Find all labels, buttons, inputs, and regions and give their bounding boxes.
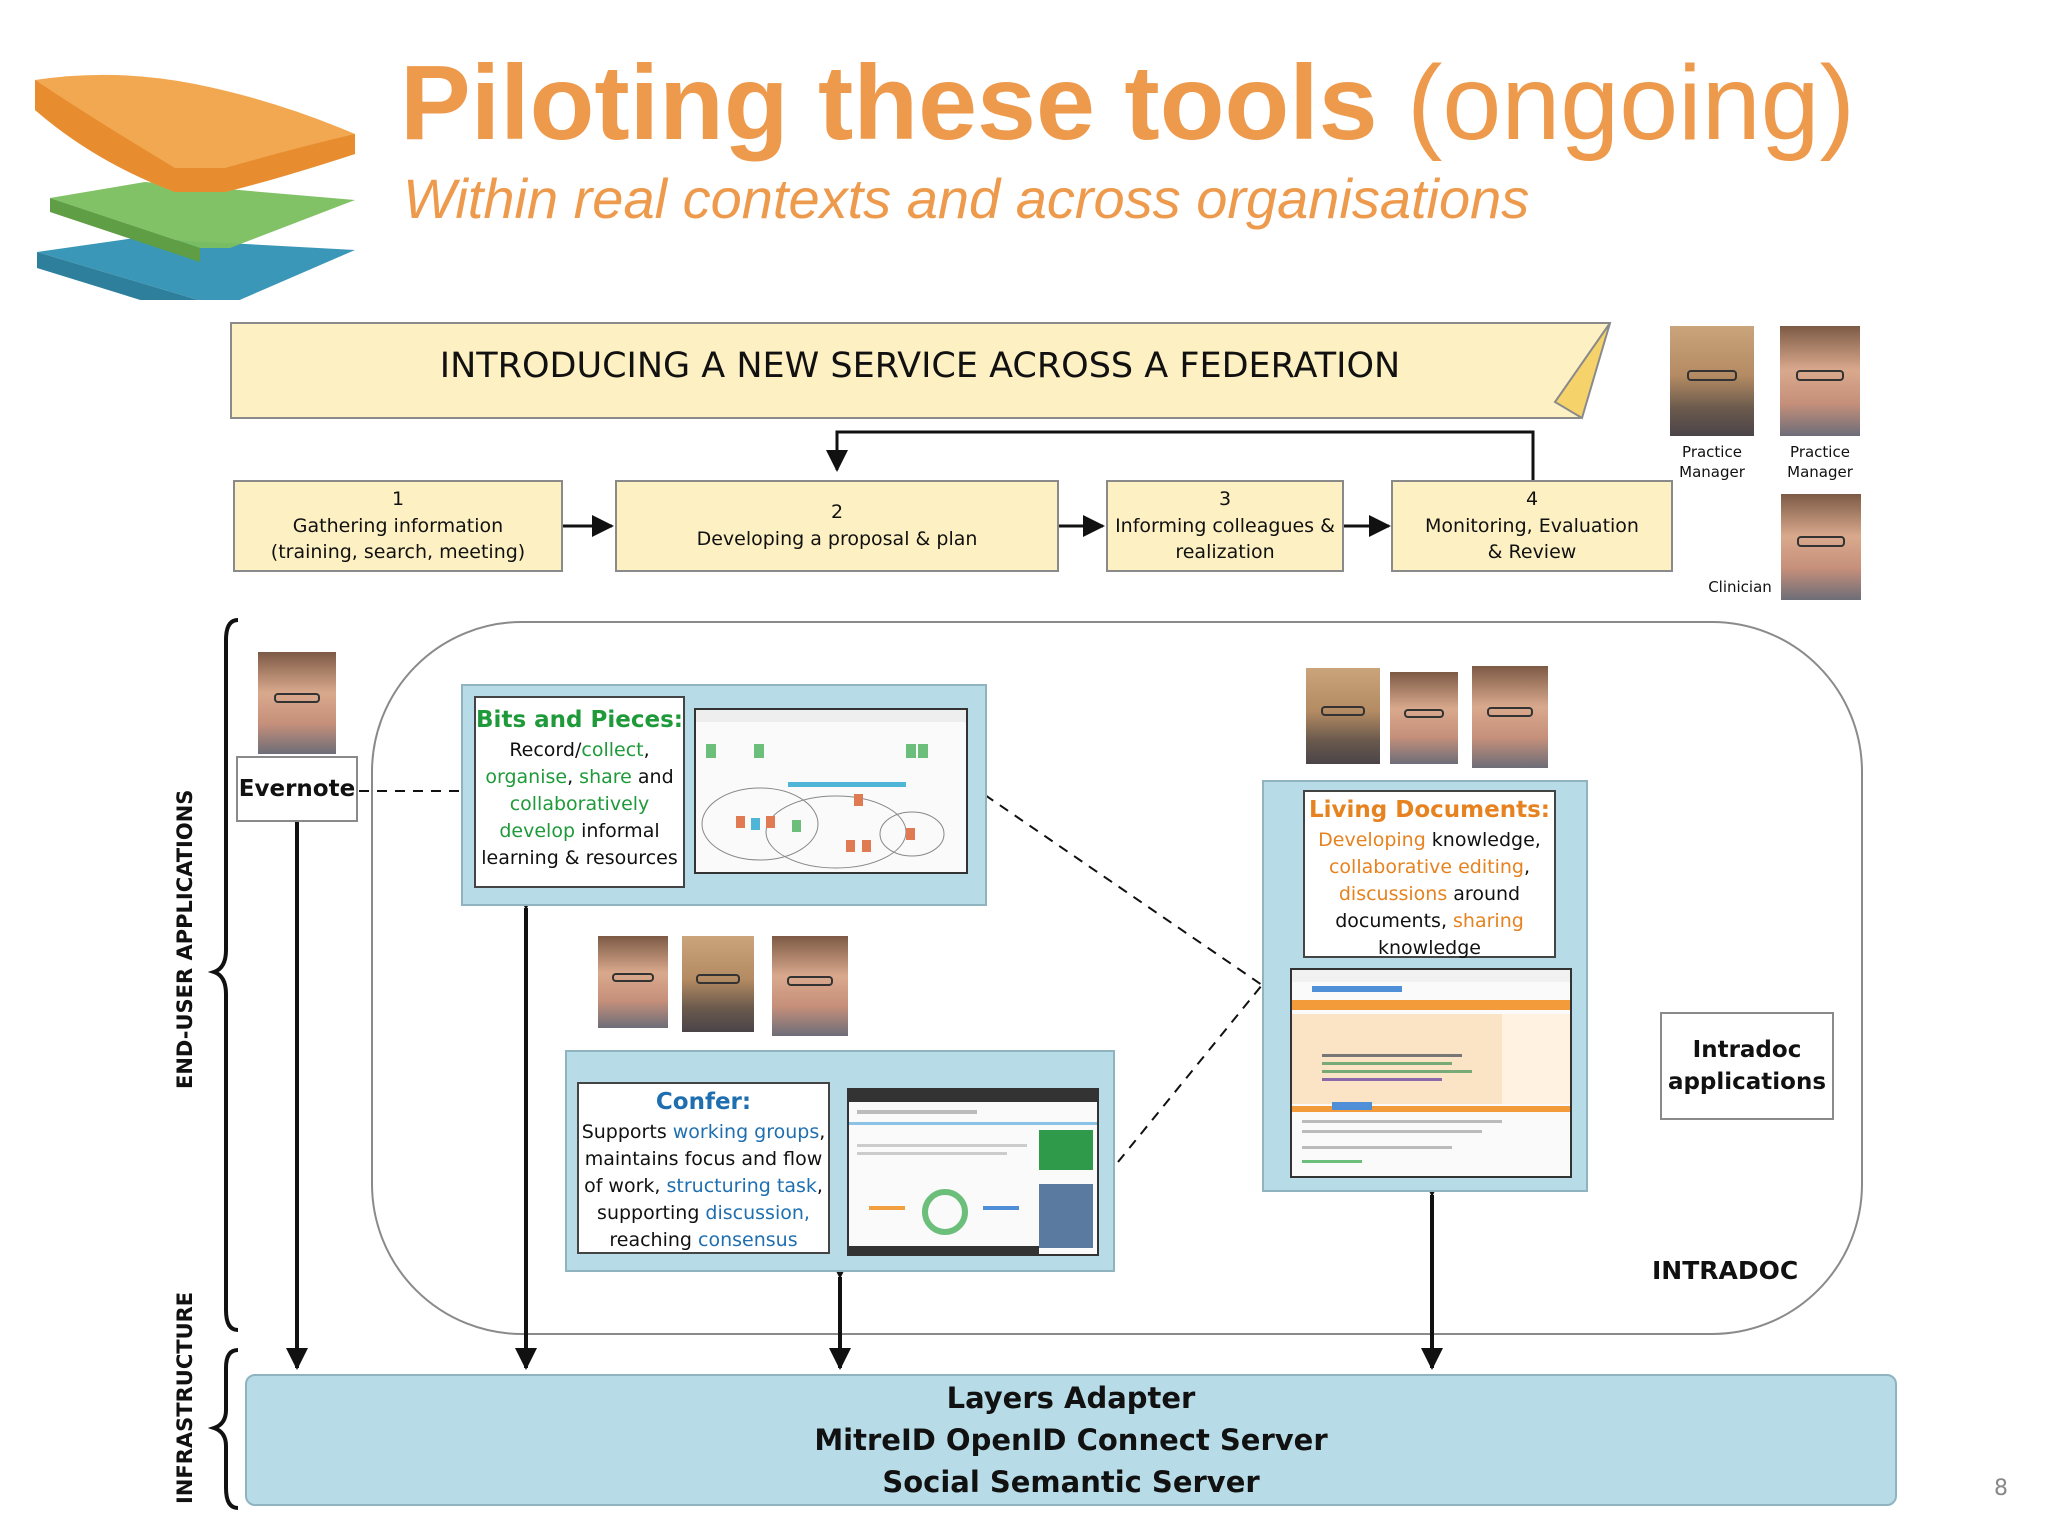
infra-layers-adapter: Layers Adapter [946, 1380, 1196, 1415]
step-1-number: 1 [391, 488, 405, 511]
confer-living-dashed [1117, 984, 1263, 1163]
evernote-box: Evernote [236, 756, 358, 822]
bits-heading: Bits and Pieces: [476, 707, 683, 733]
step-4-box: 4 Monitoring, Evaluation & Review [1391, 480, 1673, 572]
avatar-living-user-1 [1306, 668, 1380, 764]
step-4-line2: & Review [1487, 541, 1577, 564]
step-3-number: 3 [1218, 488, 1232, 511]
page-title: Piloting these tools (ongoing) [400, 50, 1855, 156]
avatar-confer-user-2 [682, 936, 754, 1032]
banner-text: INTRODUCING A NEW SERVICE ACROSS A FEDER… [439, 346, 1401, 386]
living-heading: Living Documents: [1309, 797, 1550, 823]
avatar-practice-manager-female [1780, 326, 1860, 436]
avatar-confer-user-1 [598, 936, 668, 1028]
step-4-number: 4 [1525, 488, 1539, 511]
step-3-line1: Informing colleagues & [1115, 514, 1335, 537]
bits-living-dashed [984, 794, 1263, 986]
step-1-line2: (training, search, meeting) [270, 541, 526, 564]
confer-heading: Confer: [655, 1089, 752, 1115]
step-2-box: 2 Developing a proposal & plan [615, 480, 1059, 572]
role-clinician: Clinician [1708, 578, 1772, 596]
infra-mitreid-server: MitreID OpenID Connect Server [814, 1422, 1328, 1457]
confer-screenshot [847, 1088, 1099, 1256]
step-4-line1: Monitoring, Evaluation [1425, 514, 1639, 537]
intradoc-applications-box: Intradoc applications [1660, 1012, 1834, 1120]
banner-shape [230, 322, 1612, 420]
intradoc-label: INTRADOC [1652, 1256, 1799, 1285]
step-1-box: 1 Gathering information (training, searc… [233, 480, 563, 572]
living-documents-description: Living Documents: Developing knowledge, … [1303, 790, 1556, 959]
layers-logo-icon [35, 74, 355, 300]
intradoc-region [371, 621, 1863, 1335]
avatar-practice-manager-male [1670, 326, 1754, 436]
living-documents-screenshot [1290, 968, 1572, 1178]
intradoc-applications-line1: Intradoc [1692, 1036, 1802, 1063]
step-2-line1: Developing a proposal & plan [696, 528, 978, 550]
title-light: (ongoing) [1407, 44, 1855, 162]
step-2-number: 2 [830, 501, 844, 524]
step-3-line2: realization [1175, 541, 1275, 564]
avatar-living-user-2 [1390, 672, 1458, 764]
infrastructure-bar: Layers Adapter MitreID OpenID Connect Se… [245, 1374, 1897, 1506]
page-subtitle: Within real contexts and across organisa… [403, 167, 1530, 230]
title-bold: Piloting these tools [400, 44, 1378, 162]
intradoc-applications-line2: applications [1667, 1069, 1827, 1095]
avatar-evernote-user [258, 652, 336, 754]
infrastructure-label: INFRASTRUCTURE [173, 1291, 197, 1504]
end-user-brace [207, 618, 239, 1332]
avatar-confer-user-3 [772, 936, 848, 1036]
avatar-living-user-3 [1472, 666, 1548, 768]
step-3-box: 3 Informing colleagues & realization [1106, 480, 1344, 572]
evernote-label: Evernote [238, 776, 356, 802]
step-1-line1: Gathering information [292, 514, 504, 537]
page-number: 8 [1994, 1476, 2008, 1501]
infrastructure-brace [207, 1348, 239, 1510]
bits-and-pieces-screenshot [694, 708, 968, 874]
feedback-loop-line [826, 430, 1535, 480]
infra-social-semantic-server: Social Semantic Server [882, 1465, 1260, 1500]
bits-and-pieces-description: Bits and Pieces: Record/collect, organis… [474, 696, 685, 888]
confer-description: Confer: Supports working groups, maintai… [577, 1082, 830, 1254]
end-user-applications-label: END-USER APPLICATIONS [173, 789, 197, 1089]
avatar-clinician [1781, 494, 1861, 600]
